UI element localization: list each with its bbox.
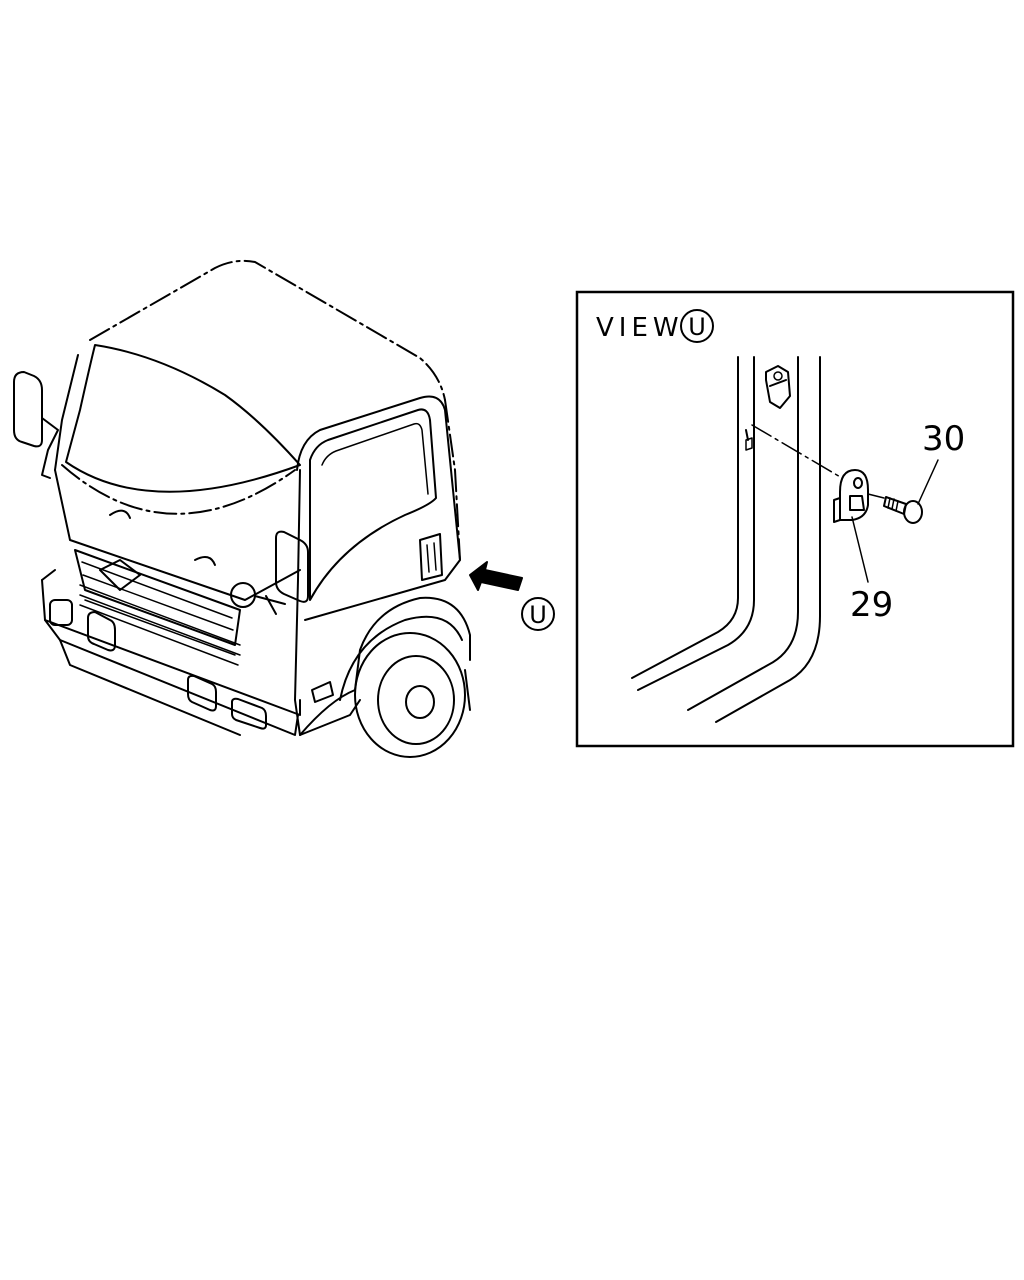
detail-view-panel: VIEW U [575,290,1015,748]
view-arrow: U [469,561,555,631]
leader-line-30 [917,459,939,505]
door-switch-part [833,469,869,523]
truck-cab-illustration [13,259,471,758]
leader-line-29 [851,516,869,583]
upper-bracket [765,365,791,409]
installation-line [751,424,843,479]
callout-30: 30 [922,419,965,459]
view-title: VIEW [596,313,684,343]
arrow-view-letter: U [529,601,547,629]
callout-29: 29 [850,585,893,625]
screw-part [867,493,923,524]
view-title-letter: U [688,313,706,341]
door-frame-edges [631,356,821,723]
